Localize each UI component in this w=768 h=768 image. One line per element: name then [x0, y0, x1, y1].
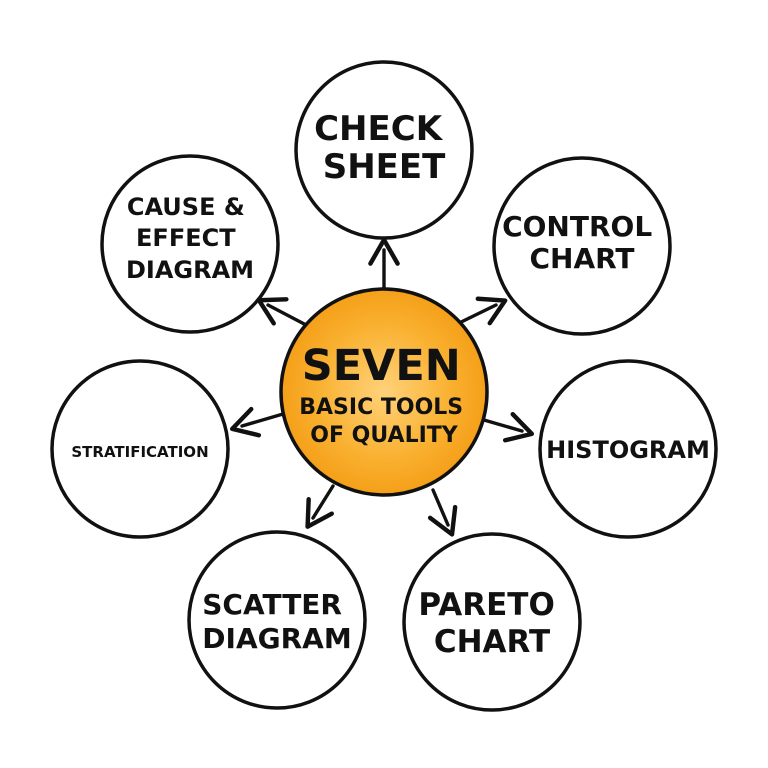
node-scatter-diagram: SCATTER DIAGRAM [187, 530, 367, 710]
svg-text:CAUSE & EFFECT DIA: CAUSE & EFFECT DIAGRAM [126, 193, 254, 284]
cause-effect-line3: DIAGRAM [126, 256, 254, 284]
arrow-to-pareto-chart [427, 488, 458, 537]
svg-text:PARETO CHART: PARETO CHART [418, 587, 565, 660]
cause-effect-line1: CAUSE & [127, 193, 245, 221]
center-subtitle-line2: OF QUALITY [310, 423, 459, 448]
histogram-label: HISTOGRAM [546, 436, 710, 464]
svg-text:SEVEN BASIC TOOLS: SEVEN BASIC TOOLS OF QUALITY [299, 341, 468, 448]
scatter-diagram-line2: DIAGRAM [202, 622, 351, 655]
stratification-label: STRATIFICATION [71, 443, 208, 461]
scatter-diagram-line1: SCATTER [202, 588, 342, 621]
control-chart-line1: CONTROL [502, 210, 652, 243]
connectors [230, 237, 535, 537]
svg-text:CHECK SHEET: CHECK SHEET [314, 109, 454, 187]
pareto-chart-line1: PARETO [418, 587, 554, 623]
svg-text:HISTOGRAM: HISTOGRAM [546, 436, 710, 464]
node-pareto-chart: PARETO CHART [402, 532, 582, 712]
arrow-to-histogram [482, 411, 535, 443]
check-sheet-line2: SHEET [323, 147, 446, 187]
arrow-to-cause-effect [256, 297, 310, 328]
svg-text:SCATTER DIAGRAM: SCATTER DIAGRAM [202, 588, 352, 655]
arrow-to-scatter-diagram [305, 484, 335, 529]
node-stratification: STRATIFICATION [50, 359, 230, 539]
cause-effect-line2: EFFECT [136, 224, 236, 252]
svg-text:CONTROL CHART: CONTROL CHART [502, 210, 662, 275]
node-histogram: HISTOGRAM [538, 359, 718, 539]
pareto-chart-line2: CHART [434, 624, 550, 660]
check-sheet-line1: CHECK [314, 109, 444, 149]
node-cause-effect-diagram: CAUSE & EFFECT DIAGRAM [100, 154, 280, 334]
node-check-sheet: CHECK SHEET [294, 60, 474, 240]
arrow-to-control-chart [453, 296, 508, 327]
svg-text:STRATIFICATION: STRATIFICATION [71, 443, 208, 461]
control-chart-line2: CHART [529, 242, 634, 275]
center-title: SEVEN [302, 341, 461, 391]
arrow-to-stratification [230, 406, 285, 438]
node-control-chart: CONTROL CHART [492, 156, 672, 336]
center-node: SEVEN BASIC TOOLS OF QUALITY [279, 287, 489, 497]
center-subtitle-line1: BASIC TOOLS [299, 395, 463, 420]
